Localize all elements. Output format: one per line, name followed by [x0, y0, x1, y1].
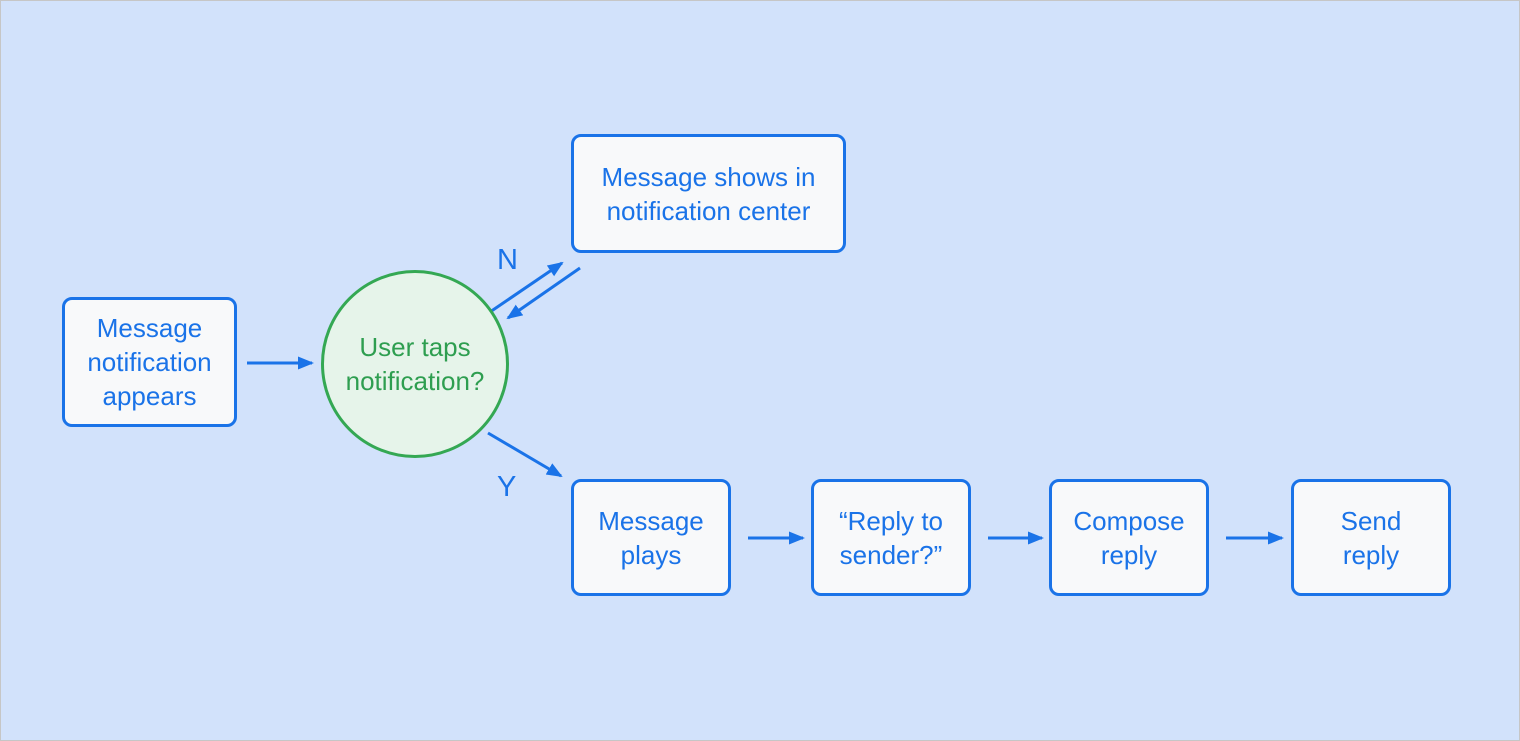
edge-label-no: N: [497, 244, 518, 276]
node-reply-to-sender[interactable]: “Reply to sender?”: [811, 479, 971, 596]
node-label: Message plays: [598, 505, 704, 570]
node-label: Message shows in notification center: [601, 161, 816, 226]
edge-label-yes: Y: [497, 471, 517, 503]
node-label: Send reply: [1340, 505, 1402, 570]
node-label: Compose reply: [1073, 505, 1185, 570]
node-label: “Reply to sender?”: [838, 505, 944, 570]
node-message-notification-appears[interactable]: Message notification appears: [62, 297, 237, 427]
node-user-taps-notification-decision[interactable]: User taps notification?: [321, 270, 509, 458]
node-message-plays[interactable]: Message plays: [571, 479, 731, 596]
arrow-decision-to-message-plays: [487, 431, 563, 478]
node-send-reply[interactable]: Send reply: [1291, 479, 1451, 596]
node-compose-reply[interactable]: Compose reply: [1049, 479, 1209, 596]
node-label: Message notification appears: [87, 313, 212, 411]
node-label: User taps notification?: [345, 332, 485, 396]
node-message-shows-in-notification-center[interactable]: Message shows in notification center: [571, 134, 846, 253]
arrow-notification-center-to-decision: [506, 266, 581, 320]
